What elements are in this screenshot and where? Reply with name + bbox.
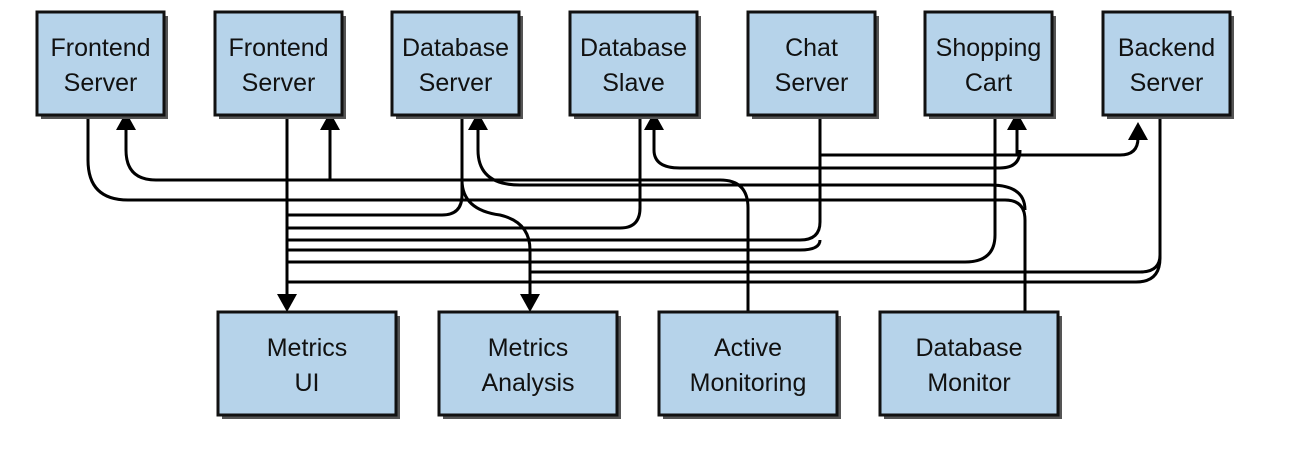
edge-active-monitoring-frontend-1 (124, 128, 750, 312)
node-label-line1: Active (714, 334, 782, 362)
node-label-line2: Monitor (927, 369, 1010, 397)
connection-lines (86, 115, 1162, 312)
node-label-line2: Server (1130, 69, 1204, 97)
node-label-line2: Cart (965, 69, 1012, 97)
node-label-line2: Server (64, 69, 138, 97)
node-label-line2: Server (775, 69, 849, 97)
edge-frontend-server-1-bus (86, 115, 1027, 312)
node-label-line2: UI (295, 369, 320, 397)
node-box (1101, 10, 1232, 117)
top-node-row: FrontendServerFrontendServerDatabaseServ… (35, 10, 1234, 119)
node-label-line1: Shopping (936, 34, 1042, 62)
node-box (923, 10, 1054, 117)
arrowhead-metrics-ui (277, 294, 297, 312)
node-box (216, 310, 398, 417)
node-label-line2: Server (242, 69, 316, 97)
arrowhead-frontend-server-2 (320, 112, 340, 130)
arrowhead-database-slave (644, 112, 664, 130)
node-label-line1: Database (402, 34, 509, 62)
arrowhead-frontend-server-1 (116, 112, 136, 130)
node-label-line2: Slave (602, 69, 665, 97)
node-label-line2: Monitoring (690, 369, 807, 397)
arrowhead-metrics-analysis (520, 294, 540, 312)
edge-shopping-cart-bus (287, 115, 997, 264)
node-box (657, 310, 839, 417)
node-label-line1: Metrics (267, 334, 348, 362)
node-box (568, 10, 699, 117)
node-label-line1: Frontend (228, 34, 328, 62)
node-label-line1: Database (915, 334, 1022, 362)
node-box (878, 310, 1060, 417)
edge-active-monitoring-database-slave (652, 128, 1022, 170)
node-box (213, 10, 344, 117)
node-label-line1: Frontend (50, 34, 150, 62)
edge-database-slave-bus (287, 115, 642, 230)
node-box (746, 10, 877, 117)
arrowhead-shopping-cart (1007, 112, 1027, 130)
arrowhead-backend-server (1128, 122, 1148, 140)
node-box (437, 310, 619, 417)
node-label-line1: Chat (785, 34, 838, 62)
edge-chat-server-backend-server (820, 137, 1140, 157)
node-label-line2: Server (419, 69, 493, 97)
node-label-line1: Metrics (488, 334, 569, 362)
node-box (390, 10, 521, 117)
edge-bus-line-b (530, 254, 1162, 274)
node-label-line1: Database (580, 34, 687, 62)
bottom-node-row: MetricsUIMetricsAnalysisActiveMonitoring… (216, 310, 1062, 419)
node-label-line2: Analysis (481, 369, 574, 397)
node-label-line1: Backend (1118, 34, 1215, 62)
edge-bus-line-a (287, 239, 822, 252)
edge-database-server-bus (287, 115, 464, 217)
edge-chat-server-bus (287, 115, 822, 242)
edge-database-monitor-database-server (476, 128, 1027, 211)
arrowhead-database-server (468, 112, 488, 130)
node-box (35, 10, 166, 117)
arrowheads (116, 112, 1148, 312)
